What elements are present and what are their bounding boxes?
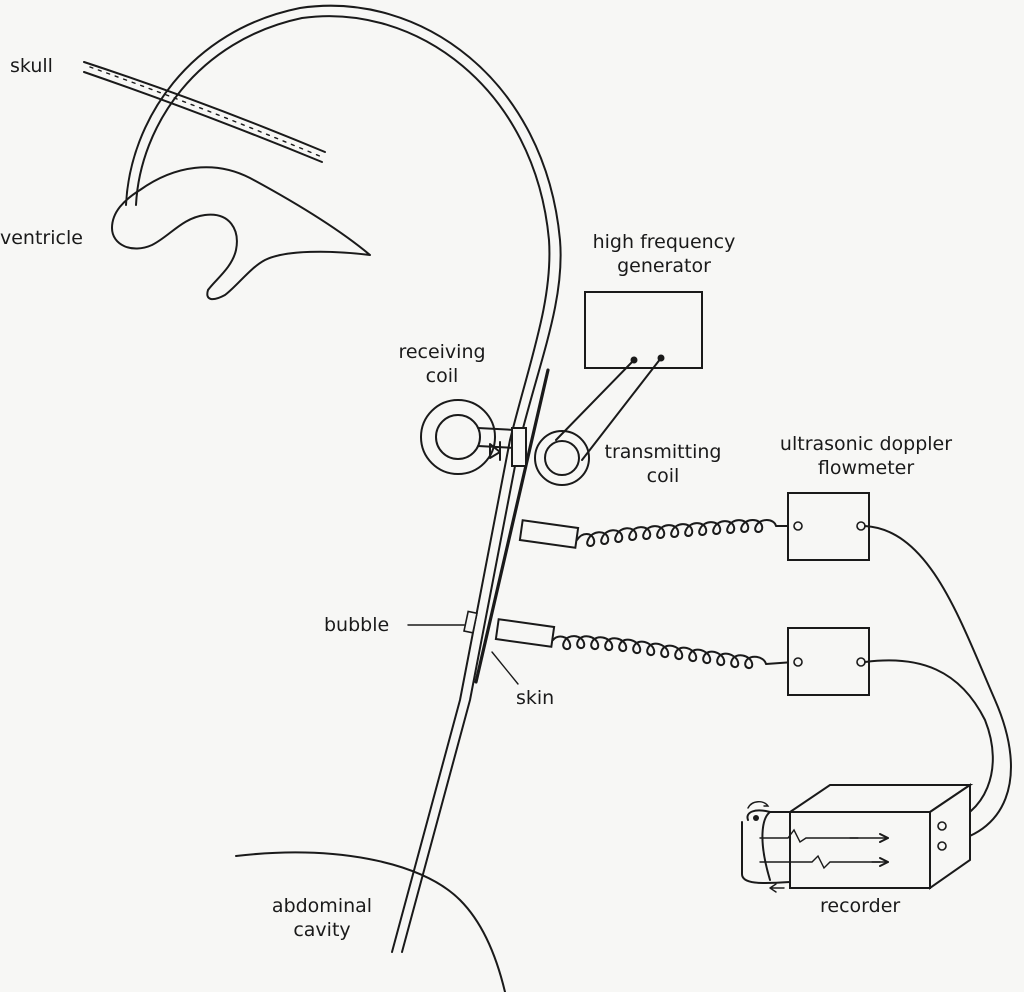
skull-bone bbox=[83, 61, 326, 163]
shunt-catheter bbox=[125, 4, 562, 953]
label-receiving-coil: receiving coil bbox=[398, 341, 486, 387]
label-ultrasonic-doppler-flowmeter: ultrasonic doppler flowmeter bbox=[779, 433, 953, 479]
abdominal-cavity-outline bbox=[235, 851, 506, 992]
flowmeter-upper bbox=[787, 492, 870, 561]
cable-upper bbox=[576, 519, 795, 547]
label-transmitting-coil: transmitting coil bbox=[604, 441, 722, 487]
recorder-device bbox=[741, 783, 974, 893]
label-high-frequency-generator: high frequency generator bbox=[592, 231, 736, 277]
bubble-marker bbox=[463, 610, 478, 634]
transmitting-coil bbox=[534, 430, 590, 486]
label-bubble: bubble bbox=[324, 614, 390, 636]
label-ventricle: ventricle bbox=[0, 227, 83, 249]
label-skull: skull bbox=[10, 55, 53, 77]
wire-lower-to-recorder bbox=[864, 659, 994, 826]
doppler-probe-lower bbox=[494, 618, 556, 648]
flowmeter-lower bbox=[787, 627, 870, 696]
label-recorder: recorder bbox=[820, 895, 901, 917]
label-abdominal-cavity: abdominal cavity bbox=[271, 895, 373, 941]
skin-leader bbox=[491, 651, 519, 685]
doppler-probe-upper bbox=[518, 519, 580, 549]
wire-upper-to-recorder bbox=[864, 525, 1012, 844]
label-skin: skin bbox=[516, 687, 555, 709]
skin-line bbox=[474, 368, 550, 684]
receiving-coil bbox=[420, 399, 527, 475]
ventricle-shape bbox=[111, 166, 371, 301]
high-frequency-generator bbox=[555, 291, 703, 461]
cable-lower bbox=[552, 635, 795, 669]
